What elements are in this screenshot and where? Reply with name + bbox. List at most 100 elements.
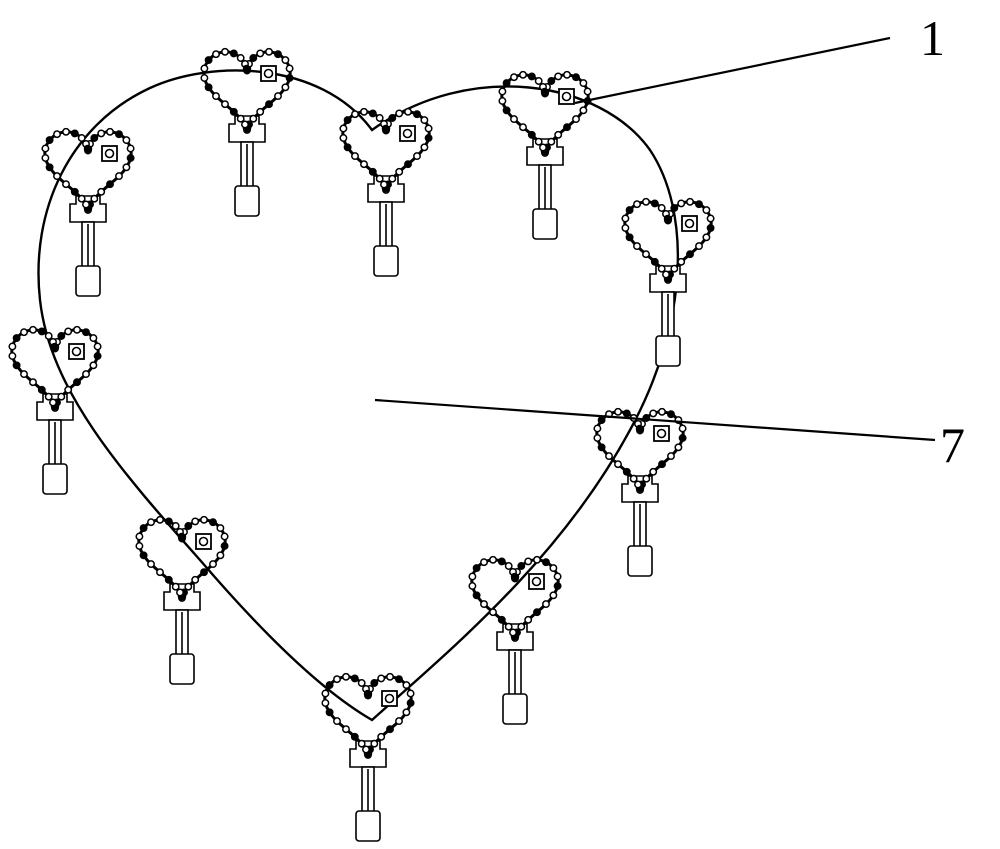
bead <box>510 73 518 82</box>
bead <box>220 542 229 550</box>
bead <box>350 732 359 741</box>
bead <box>29 325 37 334</box>
bead <box>424 124 433 133</box>
bead <box>472 591 481 600</box>
bead <box>37 385 46 394</box>
bead <box>350 674 359 683</box>
bead <box>622 409 631 418</box>
bead <box>256 107 265 116</box>
bead <box>242 64 251 73</box>
bead <box>402 708 411 717</box>
bead <box>395 717 403 726</box>
bead <box>156 568 164 577</box>
bead <box>642 250 650 259</box>
bead <box>572 115 580 124</box>
bead <box>106 180 114 189</box>
bead <box>212 92 220 101</box>
bead <box>621 224 630 232</box>
bead <box>115 130 123 139</box>
large-heart-frame <box>37 69 680 722</box>
bead <box>677 257 686 266</box>
bead <box>663 214 672 223</box>
indicator-box <box>681 215 698 232</box>
bead <box>70 187 79 196</box>
bead <box>510 115 518 124</box>
bead <box>221 100 229 109</box>
small-heart-unit <box>41 127 135 297</box>
bead <box>686 197 694 206</box>
bead <box>519 123 527 132</box>
bead <box>614 460 622 469</box>
bead <box>583 87 592 96</box>
bead <box>502 79 511 88</box>
bead <box>70 129 79 138</box>
bead <box>236 54 245 62</box>
indicator-box <box>528 573 545 590</box>
bead <box>45 163 54 172</box>
bead <box>502 106 511 115</box>
bead <box>497 557 506 566</box>
bead <box>285 74 294 82</box>
bead <box>339 124 348 133</box>
bead <box>667 452 675 461</box>
bead <box>62 127 70 136</box>
bead <box>122 136 131 145</box>
bead <box>122 163 131 172</box>
bead <box>380 180 388 189</box>
indicator-box <box>558 88 575 105</box>
bead <box>377 732 386 741</box>
bead <box>82 328 90 337</box>
bead <box>504 622 513 631</box>
bead <box>370 739 379 748</box>
bead <box>542 600 550 609</box>
bead <box>686 250 694 259</box>
bead <box>357 739 366 748</box>
bead <box>539 143 547 152</box>
bead <box>657 204 666 212</box>
bead <box>395 675 403 684</box>
bead <box>622 467 631 476</box>
bead <box>386 725 394 734</box>
bead <box>605 452 613 461</box>
bead <box>147 518 155 527</box>
bead <box>176 588 184 597</box>
bead <box>281 83 290 92</box>
bead <box>285 64 294 73</box>
bead <box>171 522 180 530</box>
bead <box>706 214 715 223</box>
bead <box>424 134 433 142</box>
bead <box>64 385 73 394</box>
bead <box>281 56 290 65</box>
bead <box>370 679 379 687</box>
bead <box>89 361 98 370</box>
bead <box>333 717 341 726</box>
bead <box>706 224 715 232</box>
bead <box>658 407 666 416</box>
bead <box>321 689 330 698</box>
bead <box>489 555 497 564</box>
bead <box>139 551 148 560</box>
bead <box>468 582 477 590</box>
bead <box>256 49 265 58</box>
bead <box>139 524 148 533</box>
bead <box>200 568 208 577</box>
bead <box>200 64 209 73</box>
bead <box>191 575 200 584</box>
bead <box>614 407 622 416</box>
bead <box>8 342 17 351</box>
indicator-box <box>68 343 85 360</box>
small-heart-unit <box>498 70 592 240</box>
small-heart-units <box>8 47 715 842</box>
bead <box>82 200 90 209</box>
bead <box>77 134 86 142</box>
bead <box>44 392 53 401</box>
bead <box>49 398 57 407</box>
bead <box>333 675 341 684</box>
bead <box>12 334 21 343</box>
bead <box>667 410 675 419</box>
indicator-box <box>260 65 277 82</box>
bead <box>572 73 580 82</box>
bead <box>216 524 225 533</box>
indicator-box <box>381 690 398 707</box>
